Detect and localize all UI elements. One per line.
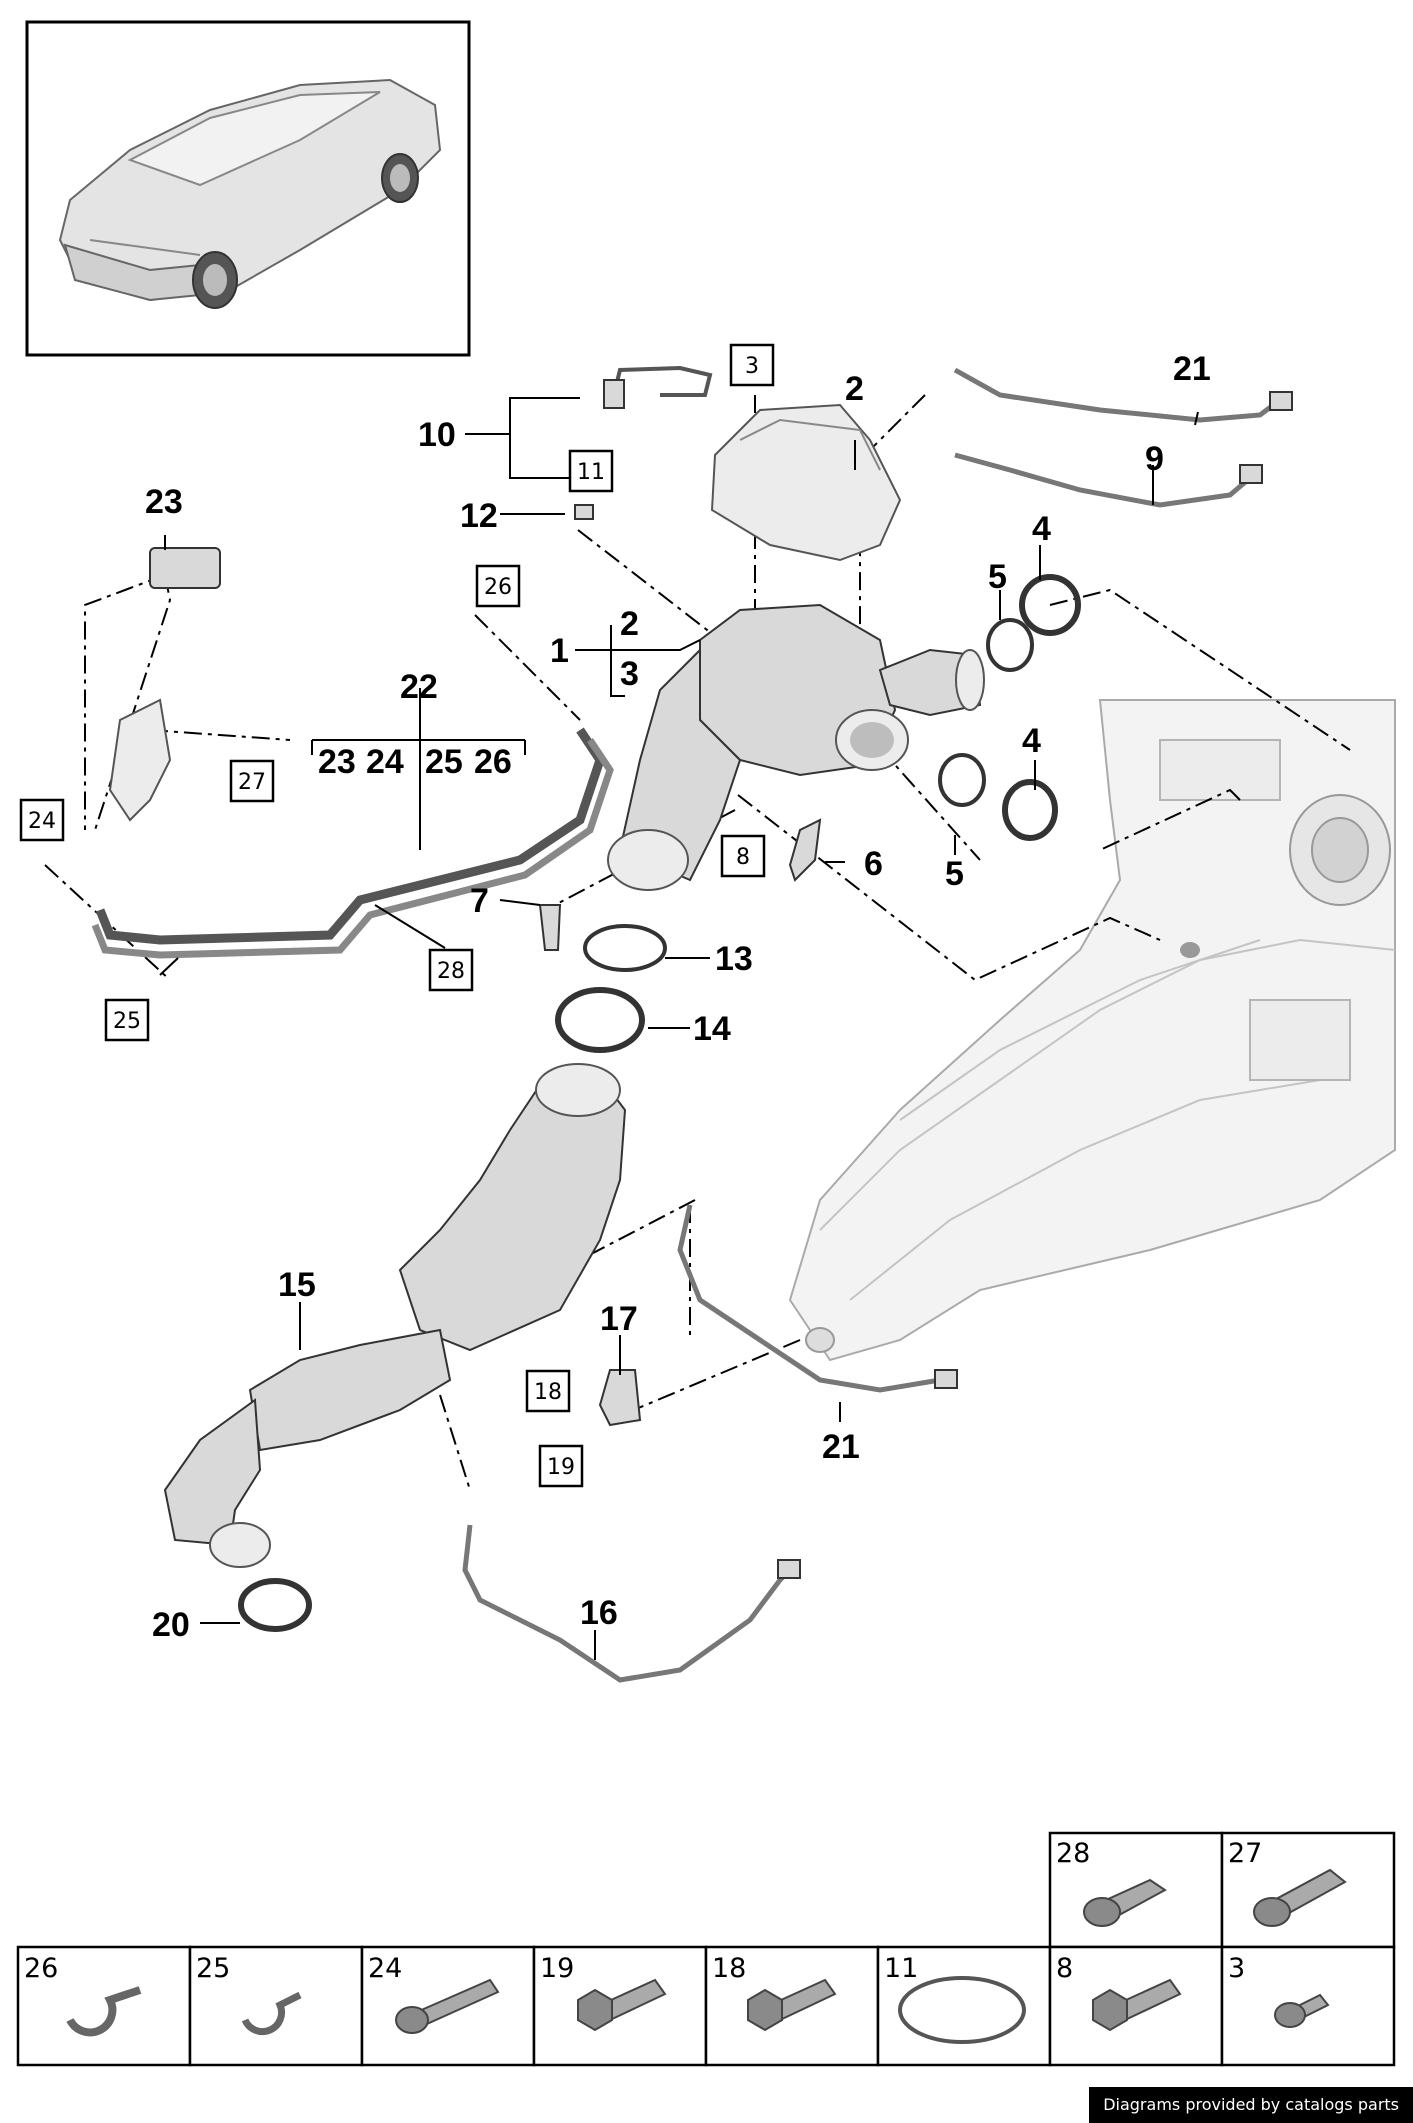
svg-text:24: 24 — [368, 1953, 402, 1984]
callout-10: 10 — [418, 416, 456, 454]
boxed-ref-11: 11 — [568, 449, 614, 493]
callout-16: 16 — [580, 1594, 618, 1632]
thumb-cell-3: 3 — [1220, 1945, 1396, 2067]
callout-2-sub: 2 — [620, 605, 639, 643]
svg-text:18: 18 — [534, 1380, 562, 1405]
callout-22-sub-26: 26 — [474, 743, 512, 781]
callout-15: 15 — [278, 1266, 316, 1304]
boxed-ref-24: 24 — [19, 798, 65, 842]
svg-text:26: 26 — [24, 1953, 58, 1984]
svg-text:28: 28 — [1056, 1838, 1090, 1869]
thumb-cell-11: 11 — [876, 1945, 1052, 2067]
callout-12: 12 — [460, 497, 498, 535]
callout-21-upper: 21 — [1173, 350, 1211, 388]
callout-17: 17 — [600, 1300, 638, 1338]
svg-text:3: 3 — [1228, 1953, 1245, 1984]
callout-23: 23 — [145, 483, 183, 521]
boxed-ref-26: 26 — [475, 564, 521, 608]
svg-text:25: 25 — [196, 1953, 230, 1984]
callout-5-lower: 5 — [945, 855, 964, 893]
callout-3: 3 — [620, 655, 639, 693]
callout-20: 20 — [152, 1606, 190, 1644]
engine-transmission-block — [788, 699, 1396, 1362]
thumb-cell-26: 26 — [16, 1945, 192, 2067]
svg-text:19: 19 — [547, 1455, 575, 1480]
callout-22-sub-25: 25 — [425, 743, 463, 781]
svg-text:19: 19 — [540, 1953, 574, 1984]
thumb-cell-25: 25 — [188, 1945, 364, 2067]
boxed-ref-27: 27 — [229, 759, 275, 803]
svg-text:3: 3 — [745, 354, 759, 379]
callout-2: 2 — [845, 370, 864, 408]
callout-5-upper: 5 — [988, 558, 1007, 596]
callout-6: 6 — [864, 845, 883, 883]
parts — [91, 365, 1293, 1683]
callout-14: 14 — [693, 1010, 731, 1048]
callout-4-upper: 4 — [1032, 510, 1051, 548]
svg-text:27: 27 — [238, 770, 266, 795]
leader-lines — [159, 397, 1199, 1660]
boxed-ref-25: 25 — [104, 998, 150, 1042]
svg-text:27: 27 — [1228, 1838, 1262, 1869]
callout-9: 9 — [1145, 440, 1164, 478]
callout-1: 1 — [550, 632, 569, 670]
svg-text:28: 28 — [437, 959, 465, 984]
thumb-cell-8: 8 — [1048, 1945, 1224, 2067]
fastener-thumbnail-table: 28 27 26 25 24 19 — [16, 1831, 1396, 2067]
svg-text:24: 24 — [28, 809, 56, 834]
boxed-references: 3 11 26 27 24 8 28 25 — [19, 343, 775, 1488]
callout-21-lower: 21 — [822, 1428, 860, 1466]
svg-text:8: 8 — [736, 845, 750, 870]
boxed-ref-8: 8 — [720, 834, 766, 878]
svg-text:11: 11 — [884, 1953, 918, 1984]
car-illustration — [58, 78, 442, 309]
thumb-cell-18: 18 — [704, 1945, 880, 2067]
boxed-ref-19: 19 — [538, 1444, 584, 1488]
callout-7: 7 — [470, 882, 489, 920]
callout-13: 13 — [715, 940, 753, 978]
thumb-cell-28: 28 — [1048, 1831, 1224, 1949]
boxed-ref-18: 18 — [525, 1369, 571, 1413]
callout-22: 22 — [400, 668, 438, 706]
vehicle-inset — [25, 20, 471, 357]
svg-text:26: 26 — [484, 575, 512, 600]
callout-22-sub-23: 23 — [318, 743, 356, 781]
boxed-ref-3: 3 — [729, 343, 775, 387]
callout-numbers: 1 2 2 3 4 4 5 5 6 7 9 10 12 13 14 15 16 … — [145, 350, 1211, 1644]
thumb-cell-24: 24 — [360, 1945, 536, 2067]
footer-credit: Diagrams provided by catalogs parts — [1089, 2087, 1413, 2123]
svg-text:25: 25 — [113, 1009, 141, 1034]
callout-22-sub-24: 24 — [366, 743, 404, 781]
boxed-ref-28: 28 — [428, 948, 474, 992]
thumb-cell-19: 19 — [532, 1945, 708, 2067]
svg-text:11: 11 — [577, 460, 605, 485]
svg-text:18: 18 — [712, 1953, 746, 1984]
svg-text:8: 8 — [1056, 1953, 1073, 1984]
thumb-cell-27: 27 — [1220, 1831, 1396, 1949]
callout-4-lower: 4 — [1022, 722, 1041, 760]
